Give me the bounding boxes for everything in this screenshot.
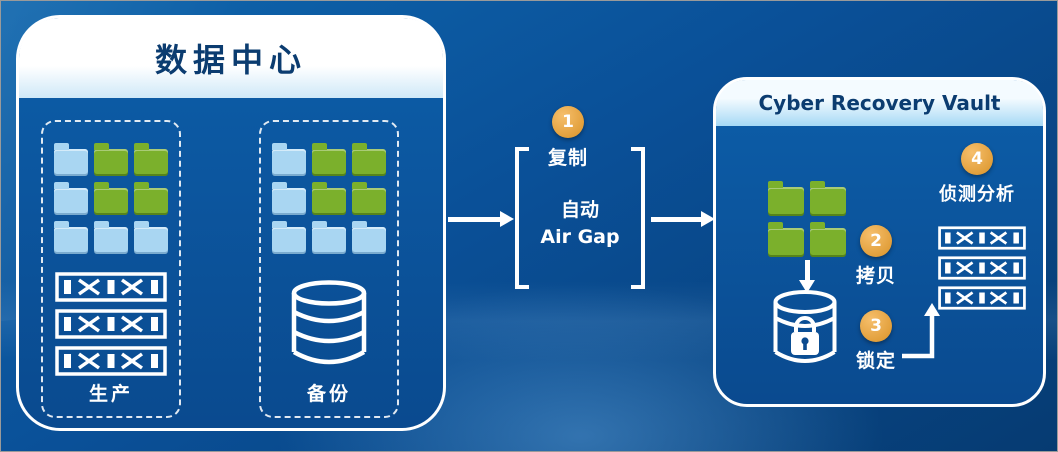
step-3-label: 锁定 [855, 350, 896, 372]
green-folder-icon [94, 143, 128, 176]
backup-database-icon [289, 280, 369, 368]
step-3-badge: 3 [860, 310, 892, 342]
tape-library-icon [938, 286, 1026, 310]
blue-folder-icon [312, 221, 346, 254]
arrow-line [448, 217, 500, 222]
arrow-head [799, 280, 815, 293]
green-folder-icon [134, 143, 168, 176]
arrow-right-icon [448, 211, 514, 228]
vault-header: Cyber Recovery Vault [716, 80, 1043, 126]
locked-database-icon [772, 290, 838, 374]
step-4-badge: 4 [961, 143, 993, 175]
step-1-badge: 1 [552, 106, 584, 138]
green-folder-icon [352, 143, 386, 176]
production-tape-stack [55, 272, 167, 376]
arrow-head [701, 211, 715, 227]
datacenter-box: 数据中心 生产 备份 [16, 15, 446, 431]
tape-library-icon [55, 272, 167, 302]
green-folder-icon [352, 182, 386, 215]
green-folder-icon [810, 181, 846, 216]
green-folder-icon [768, 181, 804, 216]
green-folder-icon [312, 182, 346, 215]
step-2-badge: 2 [860, 225, 892, 257]
arrow-right-icon [651, 211, 715, 228]
vault-folder-grid [768, 180, 846, 257]
tape-library-icon [938, 256, 1026, 280]
vault-tape-stack [938, 226, 1026, 310]
blue-folder-icon [134, 221, 168, 254]
arrow-head [500, 211, 514, 227]
blue-folder-icon [54, 221, 88, 254]
production-folder-grid [54, 142, 168, 254]
lock-icon [791, 316, 819, 355]
backup-folder-grid [272, 142, 386, 254]
blue-folder-icon [94, 221, 128, 254]
datacenter-title: 数据中心 [154, 41, 307, 79]
arrow-line [805, 260, 810, 281]
production-label: 生产 [88, 383, 133, 405]
step-1-label: 复制 [547, 147, 588, 169]
blue-folder-icon [272, 221, 306, 254]
tape-library-icon [55, 309, 167, 339]
elbow-arrow-up-icon [902, 302, 944, 364]
step-4-label: 侦测分析 [939, 184, 1015, 205]
green-folder-icon [94, 182, 128, 215]
blue-folder-icon [352, 221, 386, 254]
green-folder-icon [312, 143, 346, 176]
airgap-caption: 自动 Air Gap [521, 197, 639, 251]
blue-folder-icon [54, 182, 88, 215]
step-2-label: 拷贝 [855, 265, 896, 287]
vault-title: Cyber Recovery Vault [758, 91, 1001, 115]
tape-library-icon [55, 346, 167, 376]
backup-group: 备份 [259, 120, 399, 418]
arrow-down-icon [799, 260, 816, 294]
blue-folder-icon [54, 143, 88, 176]
green-folder-icon [810, 222, 846, 257]
blue-folder-icon [272, 182, 306, 215]
bracket-left-icon [515, 147, 529, 289]
blue-folder-icon [272, 143, 306, 176]
green-folder-icon [134, 182, 168, 215]
airgap-caption-line1: 自动 [560, 199, 599, 221]
datacenter-header: 数据中心 [19, 18, 443, 98]
bracket-right-icon [631, 147, 645, 289]
airgap-caption-line2: Air Gap [540, 226, 620, 248]
tape-library-icon [938, 226, 1026, 250]
backup-label: 备份 [306, 383, 351, 405]
vault-box: Cyber Recovery Vault 2 拷贝 3 [713, 77, 1046, 407]
green-folder-icon [768, 222, 804, 257]
production-group: 生产 [41, 120, 181, 418]
arrow-line [651, 217, 701, 222]
